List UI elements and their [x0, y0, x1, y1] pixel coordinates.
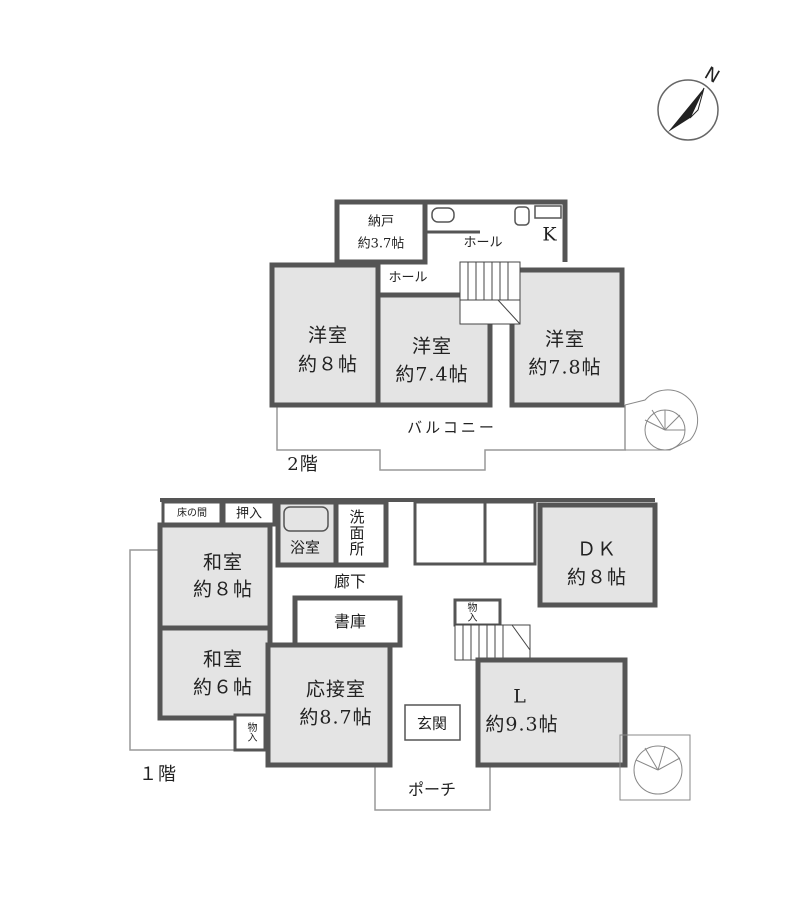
room-entrance: [404, 704, 461, 741]
oshiire-name: 押入: [235, 506, 263, 522]
storage-size: 約3.7帖: [357, 236, 405, 252]
washitsu8-name: 和室: [202, 551, 244, 574]
balcony-outline: [276, 405, 626, 471]
western-left-size: 約８帖: [297, 353, 359, 376]
stairs-1f: [454, 624, 531, 661]
living-size: 約9.3帖: [485, 713, 559, 736]
upper-hall-walls: [425, 199, 568, 262]
entrance-name: 玄関: [416, 714, 448, 733]
kitchen-name: K: [542, 223, 558, 246]
spiral-stairs-1f: [619, 734, 691, 801]
western-right-size: 約7.8帖: [528, 356, 602, 379]
stairs-2f: [459, 261, 521, 325]
washroom-name: 洗面所: [347, 509, 366, 557]
balcony-name: バルコニー: [407, 418, 497, 437]
washitsu8-size: 約８帖: [192, 578, 254, 601]
washitsu6-size: 約６帖: [192, 676, 254, 699]
reception-name: 応接室: [305, 678, 367, 701]
western-mid-name: 洋室: [411, 335, 453, 358]
floor1-label: １階: [139, 764, 177, 785]
room-toilets: [413, 500, 487, 566]
bath-name: 浴室: [289, 538, 321, 557]
room-closet-right: [453, 598, 502, 627]
hall-lower-name: ホール: [388, 270, 428, 286]
room-washitsu8: [157, 522, 273, 631]
porch-name: ポーチ: [407, 780, 457, 799]
western-mid-size: 約7.4帖: [395, 363, 469, 386]
hallway-name: 廊下: [333, 572, 367, 591]
floor1-plan: [129, 498, 691, 811]
room-utility: [483, 500, 537, 566]
room-western-left: [269, 262, 381, 408]
floor2-plan: [269, 199, 699, 471]
western-left-name: 洋室: [307, 324, 349, 347]
toilet-icon: [431, 207, 455, 223]
hall-upper-name: ホール: [463, 235, 503, 251]
washitsu6-name: 和室: [202, 648, 244, 671]
stove-icon: [534, 205, 562, 219]
room-living: [475, 657, 628, 768]
north-compass-icon: [657, 79, 719, 141]
bathtub-icon: [283, 506, 329, 532]
reception-size: 約8.7帖: [299, 706, 373, 729]
floor2-label: 2階: [287, 454, 319, 475]
room-western-right: [509, 267, 625, 408]
room-dk: [537, 502, 658, 608]
storage-name: 納戸: [367, 214, 395, 230]
veranda-outline: [129, 549, 235, 751]
western-right-name: 洋室: [544, 328, 586, 351]
room-storage: [334, 199, 428, 265]
room-closet-left: [233, 713, 267, 752]
closet-right-name: 物入: [465, 602, 476, 622]
library-name: 書庫: [333, 612, 367, 631]
room-reception: [265, 642, 393, 768]
spiral-stairs-2f: [624, 389, 699, 451]
closet-left-name: 物入: [245, 722, 256, 742]
room-washitsu6: [157, 625, 273, 721]
dk-size: 約８帖: [566, 566, 628, 589]
living-name: L: [513, 685, 527, 708]
dk-name: ＤＫ: [576, 538, 618, 561]
sink-icon: [514, 206, 530, 226]
tokonoma-name: 床の間: [177, 508, 207, 519]
porch-outline: [374, 765, 491, 811]
